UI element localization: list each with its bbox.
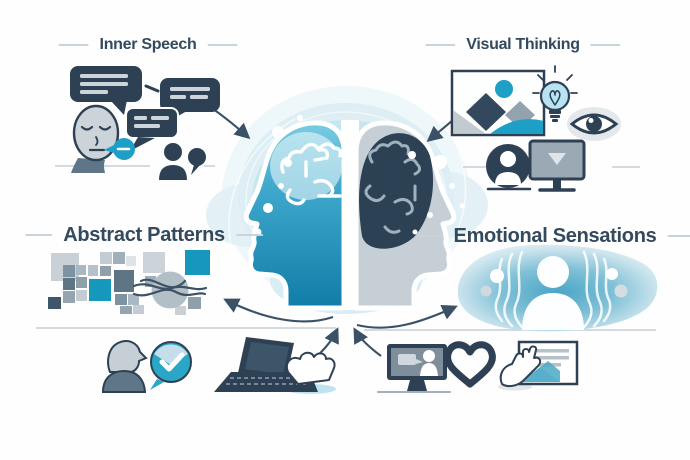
person-check-icon [101,340,192,393]
dual-profile-brain-icon [206,86,488,314]
person-aura-icon [457,244,658,332]
arrow-center-to-emotional [356,305,458,329]
visual-thinking-header: Visual Thinking [425,36,621,53]
header-rule [415,235,443,237]
emotional-sensations-icons [377,244,658,393]
right-head-profile [353,120,457,311]
speaking-face-icon [71,104,135,173]
emotional-sensations-label: Emotional Sensations [453,225,657,247]
abstract-patterns-header: Abstract Patterns [25,225,263,245]
hand-touch-document-icon [498,340,579,391]
aura-dots [254,115,465,236]
heart-icon [444,341,496,388]
header-rule [207,44,238,46]
inner-speech-label: Inner Speech [99,36,197,53]
arrow-monitor-to-center [353,327,382,357]
user-circle-icon [486,144,532,191]
header-rule [25,234,53,236]
eye-icon [567,107,621,141]
scribble-circle-icon [132,271,208,309]
lightbulb-icon [532,65,578,122]
header-rule [425,44,456,46]
people-chat-icon [159,143,206,180]
abstract-patterns-icons [48,250,336,394]
inner-speech-header: Inner Speech [58,36,238,53]
arrow-center-to-abstract-patterns [223,298,334,323]
laptop-typing-icon [214,337,336,394]
header-rule [590,44,621,46]
abstract-patterns-label: Abstract Patterns [63,224,225,246]
presenter-monitor-icon [377,344,451,393]
visual-thinking-label: Visual Thinking [466,36,580,53]
header-rule [58,44,89,46]
speech-bubbles-icon [70,66,220,151]
arrow-inner-speech-to-center [212,108,251,140]
inner-speech-icons [70,66,220,180]
header-rule [667,235,690,237]
monitor-play-icon [528,139,586,192]
emotional-sensations-header: Emotional Sensations [415,225,690,247]
visual-thinking-icons [450,65,621,192]
squares-mosaic-icon [48,250,210,315]
header-rule [235,234,263,236]
picture-icon [450,69,546,137]
